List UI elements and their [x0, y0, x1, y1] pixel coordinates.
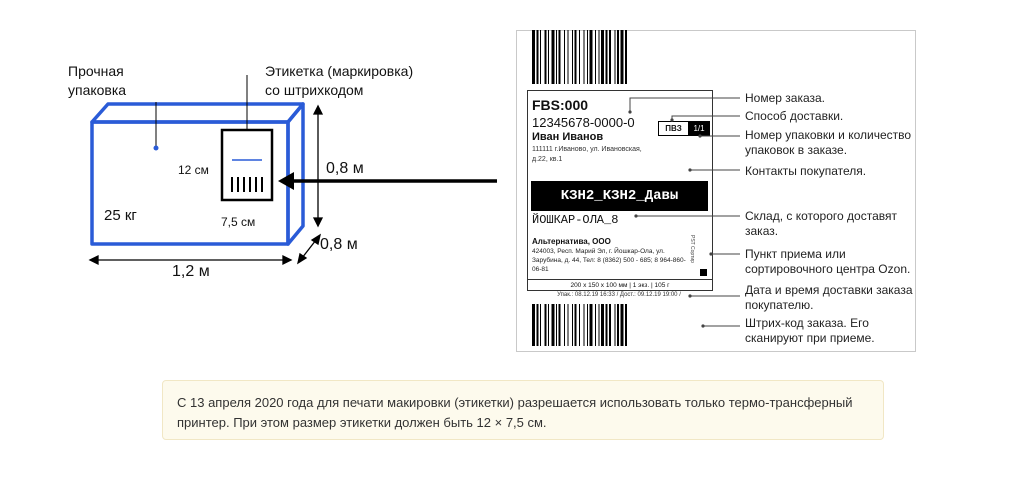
- buyer-name: Иван Иванов: [532, 131, 604, 143]
- sticker-width-label: 7,5 см: [221, 215, 256, 229]
- callout-barcode: Штрих-код заказа. Его сканируют при прие…: [745, 316, 875, 345]
- callout-warehouse: Склад, с которого доставят заказ.: [745, 209, 897, 238]
- height-label: 0,8 м: [326, 160, 364, 177]
- buyer-address: 111111 г.Иваново, ул. Ивановская, д.22, …: [532, 146, 642, 163]
- info-note: С 13 апреля 2020 года для печати макиров…: [162, 380, 884, 440]
- width-label: 1,2 м: [172, 263, 210, 280]
- shipping-label: FBS:000 12345678-0000-0 Иван Иванов 1111…: [527, 90, 713, 291]
- package-count-badge: 1/1: [688, 121, 710, 136]
- package-illustration: [88, 75, 497, 266]
- callout-package-number: Номер упаковки и количество упаковок в з…: [745, 128, 912, 157]
- depth-label: 0,8 м: [320, 236, 358, 253]
- sticker-label: Этикетка (маркировка) со штрихкодом: [265, 63, 414, 98]
- sticker-icon: [220, 128, 274, 202]
- warehouse-code: ЙОШКАР-ОЛА_8: [532, 213, 619, 227]
- weight-label: 25 кг: [104, 207, 137, 224]
- bottom-barcode: [532, 304, 627, 346]
- width-arrow: [88, 254, 293, 266]
- callout-delivery-date: Дата и время доставки заказа покупателю.: [745, 283, 913, 312]
- callout-buyer-contacts: Контакты покупателя.: [745, 164, 867, 178]
- sticker-height-label: 12 см: [178, 163, 209, 177]
- callout-order-number: Номер заказа.: [745, 91, 826, 105]
- order-number: 12345678-0000-0: [532, 115, 635, 130]
- depth-arrow: [297, 233, 321, 265]
- callout-pickup-point: Пункт приема или сортировочного центра O…: [745, 247, 911, 276]
- height-arrow: [312, 104, 324, 228]
- pointer-arrow: [278, 172, 497, 190]
- corner-marker: [700, 269, 707, 276]
- seller-address: 424003, Респ. Марий Эл, г. Йошкар-Ола, у…: [532, 248, 686, 273]
- sort-code: КЗН2_КЗН2_Давы: [531, 181, 708, 211]
- seller-name: Альтернатива, ООО: [532, 237, 611, 246]
- package-dates: Упак.: 08.12.19 16:33 / Дост.: 09.12.19 …: [557, 292, 681, 298]
- package-dimensions: 200 x 150 x 100 мм | 1 экз. | 105 г: [528, 279, 712, 291]
- durable-packaging-label: Прочная упаковка: [68, 63, 127, 98]
- fbs-code: FBS:000: [532, 97, 589, 113]
- callout-delivery-method: Способ доставки.: [745, 109, 844, 123]
- top-barcode: [532, 30, 627, 84]
